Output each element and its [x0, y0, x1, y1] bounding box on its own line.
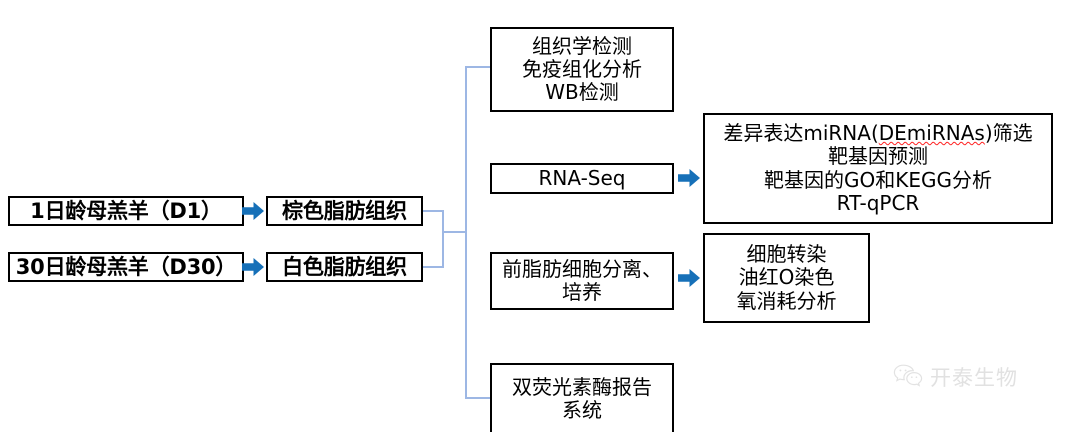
- watermark-text: 开泰生物: [930, 366, 1018, 390]
- analysis-box-mirna-line-2: 靶基因预测: [828, 144, 928, 169]
- right-block-arrow-icon: [240, 254, 266, 280]
- method-box-rna-seq: RNA-Seq: [490, 163, 674, 194]
- analysis-box-cell-experiment-line-1: 细胞转染: [746, 242, 827, 267]
- tissue-box-brown-adipose: 棕色脂肪组织: [266, 196, 423, 226]
- connector-merge-to-trunk: [442, 231, 466, 233]
- method-box-histology-line-3: WB检测: [545, 80, 619, 105]
- method-box-rna-seq-label: RNA-Seq: [538, 165, 626, 190]
- sample-box-d1-label: 1日龄母羔羊（D1）: [30, 198, 222, 223]
- right-block-arrow-icon: [676, 265, 702, 291]
- analysis-box-mirna-line-1: 差异表达miRNA(DEmiRNAs)筛选: [723, 121, 1033, 146]
- watermark: 开泰生物: [893, 362, 1018, 392]
- method-box-dual-luciferase-line-2: 系统: [562, 398, 602, 422]
- analysis-box-cell-experiment-line-3: 氧消耗分析: [736, 288, 837, 313]
- connector-main-trunk: [465, 66, 467, 398]
- method-box-preadipocyte: 前脂肪细胞分离、 培养: [490, 252, 674, 310]
- analysis-box-mirna-line-3: 靶基因的GO和KEGG分析: [764, 167, 992, 192]
- method-box-preadipocyte-line-2: 培养: [562, 280, 602, 304]
- wechat-logo-icon: [893, 363, 923, 392]
- connector-white-adipose-out: [423, 266, 444, 268]
- analysis-box-mirna: 差异表达miRNA(DEmiRNAs)筛选 靶基因预测 靶基因的GO和KEGG分…: [703, 113, 1053, 224]
- spellcheck-underlined-token: DEmiRNAs: [878, 121, 985, 146]
- right-block-arrow-icon: [240, 198, 266, 224]
- sample-box-d30-label: 30日龄母羔羊（D30）: [15, 254, 237, 279]
- analysis-box-cell-experiment: 细胞转染 油红O染色 氧消耗分析: [703, 233, 870, 323]
- sample-box-d30: 30日龄母羔羊（D30）: [8, 252, 244, 282]
- method-box-dual-luciferase: 双荧光素酶报告 系统: [490, 363, 674, 432]
- tissue-box-white-adipose: 白色脂肪组织: [266, 252, 423, 282]
- connector-branch-bottom: [465, 397, 491, 399]
- right-block-arrow-icon: [676, 165, 702, 191]
- method-box-histology-line-2: 免疫组化分析: [522, 56, 642, 81]
- connector-merge-bar: [442, 210, 444, 268]
- connector-brown-adipose-out: [423, 210, 444, 212]
- connector-branch-top: [465, 66, 491, 68]
- method-box-histology: 组织学检测 免疫组化分析 WB检测: [490, 27, 674, 112]
- sample-box-d1: 1日龄母羔羊（D1）: [8, 196, 244, 226]
- tissue-box-brown-adipose-label: 棕色脂肪组织: [282, 198, 407, 223]
- method-box-dual-luciferase-line-1: 双荧光素酶报告: [512, 374, 652, 399]
- method-box-histology-line-1: 组织学检测: [532, 33, 632, 58]
- method-box-preadipocyte-line-1: 前脂肪细胞分离、: [502, 256, 662, 281]
- tissue-box-white-adipose-label: 白色脂肪组织: [282, 254, 407, 279]
- analysis-box-cell-experiment-line-2: 油红O染色: [738, 265, 835, 290]
- analysis-box-mirna-line-4: RT-qPCR: [836, 190, 920, 215]
